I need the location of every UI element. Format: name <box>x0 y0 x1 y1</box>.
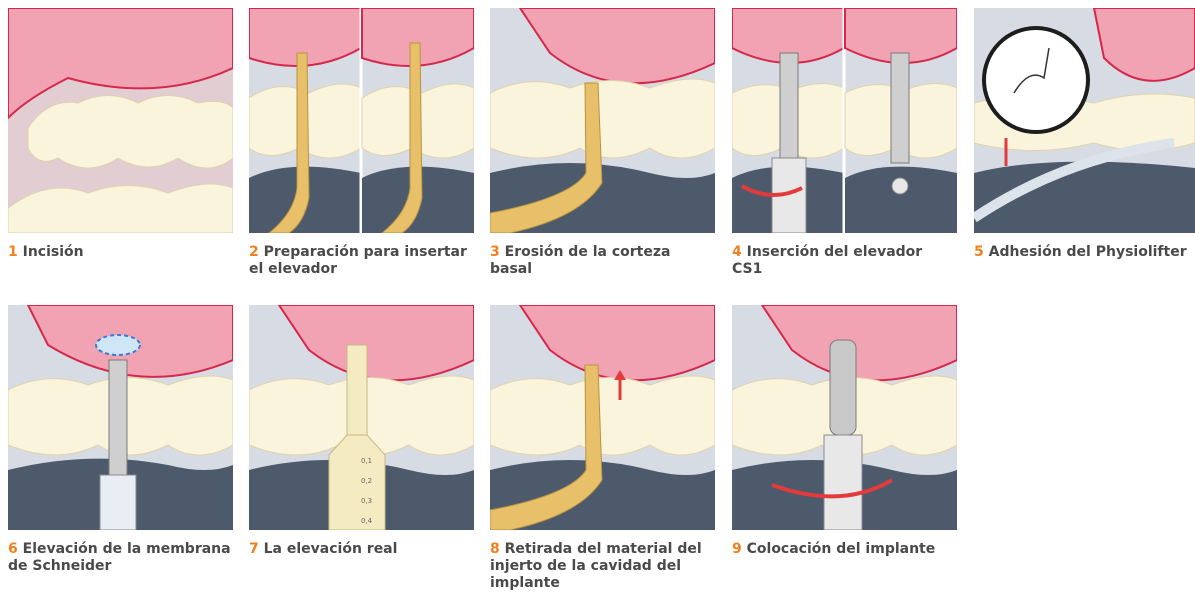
panel-7-actual-elevation: 0,1 0,2 0,3 0,4 <box>249 305 474 530</box>
step-6-caption: 6 Elevación de la membrana de Schneider <box>8 541 233 575</box>
step-3-caption: 3 Erosión de la corteza basal <box>490 244 715 278</box>
panel-2-preparation <box>249 8 474 233</box>
step-9-caption: 9 Colocación del implante <box>732 541 957 558</box>
step-7-caption: 7 La elevación real <box>249 541 474 558</box>
scale-mark-1: 0,1 <box>361 457 372 465</box>
panel-3-erosion <box>490 8 715 233</box>
step-1-caption: 1 Incisión <box>8 244 233 261</box>
scale-mark-2: 0,2 <box>361 477 372 485</box>
panel-6-membrane-elevation <box>8 305 233 530</box>
panel-9-implant-placement <box>732 305 957 530</box>
panel-8-graft-removal <box>490 305 715 530</box>
panel-1-incision <box>8 8 233 233</box>
scale-mark-3: 0,3 <box>361 497 372 505</box>
step-4-caption: 4 Inserción del elevador CS1 <box>732 244 957 278</box>
step-5-caption: 5 Adhesión del Physiolifter <box>974 244 1195 261</box>
panel-4-insertion <box>732 8 957 233</box>
step-2-caption: 2 Preparación para insertar el elevador <box>249 244 474 278</box>
panel-5-adhesion <box>974 8 1195 233</box>
step-8-caption: 8 Retirada del material del injerto de l… <box>490 541 715 592</box>
scale-mark-4: 0,4 <box>361 517 373 525</box>
